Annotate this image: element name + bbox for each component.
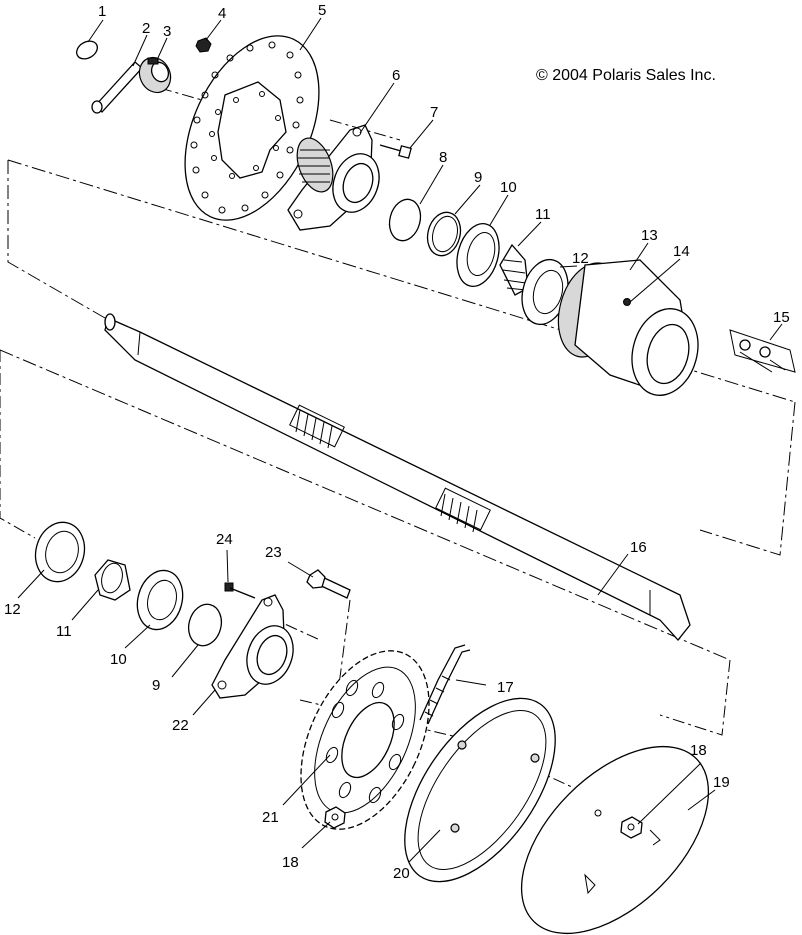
brake-disc-part-5 (184, 35, 320, 221)
bearing-housing-part-13 (557, 259, 699, 396)
callout-13: 13 (641, 227, 658, 244)
callout-9-lower: 9 (152, 677, 160, 694)
callout-5: 5 (318, 2, 326, 19)
callout-11-top: 11 (535, 206, 551, 223)
callout-18-right: 18 (690, 742, 707, 759)
tapered-bearing-part-11-lower (94, 559, 131, 601)
callout-22: 22 (172, 717, 189, 734)
callout-6: 6 (392, 67, 400, 84)
callout-20: 20 (393, 865, 410, 882)
bolt-part-23 (306, 569, 351, 599)
copyright-notice: © 2004 Polaris Sales Inc. (536, 67, 716, 84)
callout-19: 19 (713, 774, 730, 791)
washer-part-9-lower (187, 603, 223, 647)
callout-7: 7 (430, 104, 438, 121)
bearing-carrier-part-22 (211, 594, 294, 699)
callout-leader-lines (17, 17, 783, 863)
snap-ring-part-8 (388, 198, 422, 242)
callout-4: 4 (218, 5, 226, 22)
callout-14: 14 (673, 243, 690, 260)
callout-24: 24 (216, 531, 233, 548)
bolt-part-2 (91, 61, 143, 114)
snap-ring-part-1 (76, 40, 98, 60)
callout-labels: 1 2 3 4 5 6 7 8 9 10 11 12 13 14 15 16 1… (4, 2, 790, 882)
fitting-part-14 (623, 298, 631, 306)
callout-16: 16 (630, 539, 647, 556)
callout-17: 17 (497, 679, 514, 696)
nut-part-4 (195, 37, 212, 53)
bearing-race-part-10-top (456, 223, 500, 287)
callout-12-top: 12 (572, 250, 589, 267)
axle-shaft-part-16 (104, 313, 691, 642)
nut-part-18-right (620, 816, 643, 839)
bearing-race-part-10-lower (136, 569, 184, 631)
callout-2: 2 (142, 20, 150, 37)
callout-11-lower: 11 (56, 623, 72, 640)
nut-part-18-left (324, 806, 346, 829)
brake-guard-part-20 (404, 697, 556, 883)
callout-15: 15 (773, 309, 790, 326)
callout-18-left: 18 (282, 854, 299, 871)
callout-3: 3 (163, 23, 171, 40)
sprocket-part-21 (300, 650, 430, 830)
cover-disc-part-19 (520, 745, 710, 935)
collar-part-3 (138, 56, 172, 94)
screw-part-24 (224, 582, 256, 599)
chain-part-17 (419, 644, 471, 725)
callout-23: 23 (265, 544, 282, 561)
callout-8: 8 (439, 149, 447, 166)
screw-part-7 (379, 144, 412, 159)
bearing-cup-part-12-lower (34, 521, 86, 583)
callout-10-lower: 10 (110, 651, 127, 668)
tapered-bearing-part-11-top (499, 243, 529, 296)
callout-10-top: 10 (500, 179, 517, 196)
bearing-carrier-part-6 (287, 124, 380, 231)
pins-part-15 (729, 329, 796, 373)
callout-9-top: 9 (474, 169, 482, 186)
callout-12-lower: 12 (4, 601, 21, 618)
callout-1: 1 (98, 3, 106, 20)
washer-part-9-top (426, 211, 462, 257)
callout-21: 21 (262, 809, 279, 826)
